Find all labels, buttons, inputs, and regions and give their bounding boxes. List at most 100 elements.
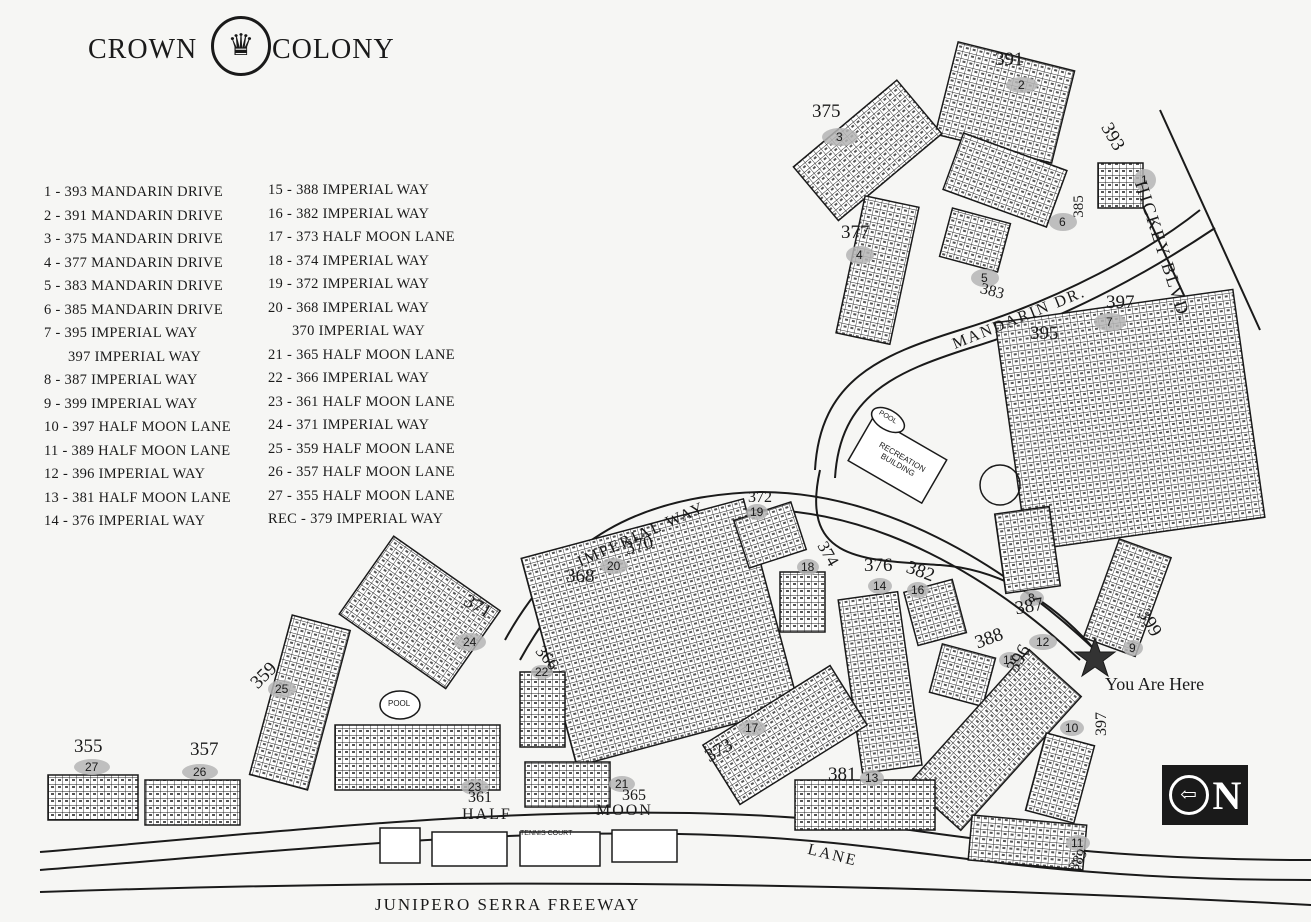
- mandarin-drive-road-edge: [834, 227, 1216, 479]
- address-355: 355: [74, 736, 103, 757]
- legend-item: 2 - 391 MANDARIN DRIVE: [44, 207, 223, 224]
- building-shape-25: [248, 614, 352, 791]
- building-shape-22: [519, 671, 566, 748]
- marker-15: [999, 652, 1021, 668]
- marker-25: [268, 680, 296, 698]
- legend-item: 7 - 395 IMPERIAL WAY: [44, 325, 198, 341]
- tennis-courts: [379, 827, 678, 867]
- legend-item: 397 IMPERIAL WAY: [68, 348, 202, 365]
- street-label-moon: MOON: [596, 802, 653, 819]
- street-label-half: HALF: [462, 806, 512, 823]
- marker-5: [971, 269, 999, 287]
- building-number-25: 25: [275, 682, 289, 696]
- marker-20: [600, 558, 628, 574]
- building-number-7: 7: [1106, 315, 1113, 329]
- legend-item: 21 - 365 HALF MOON LANE: [268, 346, 455, 363]
- legend-item: 19 - 372 IMPERIAL WAY: [268, 276, 430, 292]
- marker-19: [746, 504, 768, 520]
- marker-1: [1134, 169, 1156, 191]
- legend-item: 13 - 381 HALF MOON LANE: [44, 489, 231, 506]
- building-shape-20: [520, 497, 800, 768]
- building-shape-8: [993, 505, 1062, 595]
- building-shape-5: [938, 207, 1012, 273]
- building-number-9: 9: [1129, 641, 1136, 655]
- address-377: 377: [841, 222, 870, 243]
- building-number-12: 12: [1036, 635, 1050, 649]
- legend-item: 16 - 382 IMPERIAL WAY: [268, 205, 430, 222]
- building-shape-18: [779, 571, 826, 633]
- marker-10: [1060, 720, 1084, 736]
- west-loop-road: [815, 469, 1096, 651]
- building-shapes: [47, 40, 1266, 871]
- building-shape-17: [701, 664, 869, 806]
- address-385: 385: [1070, 195, 1087, 218]
- building-number-24: 24: [463, 635, 477, 649]
- building-shape-26: [144, 779, 241, 826]
- address-361: 361: [468, 789, 492, 806]
- marker-27: [74, 759, 110, 775]
- building-number-2: 2: [1018, 78, 1025, 92]
- building-number-6: 6: [1059, 215, 1066, 229]
- legend-right: 15 - 388 IMPERIAL WAY 16 - 382 IMPERIAL …: [268, 179, 455, 532]
- building-number-14: 14: [873, 579, 887, 593]
- marker-21: [609, 776, 635, 792]
- north-letter: N: [1212, 772, 1242, 818]
- legend-item: 4 - 377 MANDARIN DRIVE: [44, 254, 223, 271]
- brand-name-left: CROWN: [88, 34, 198, 65]
- mandarin-drive-road: [814, 209, 1201, 471]
- address-372: 372: [748, 489, 772, 506]
- legend-item: 11 - 389 HALF MOON LANE: [44, 442, 231, 459]
- building-number-13: 13: [865, 771, 879, 785]
- legend-left: 1 - 393 MANDARIN DRIVE 2 - 391 MANDARIN …: [44, 181, 231, 534]
- building-shape-27: [47, 774, 139, 821]
- building-number-19: 19: [750, 505, 764, 519]
- you-are-here-label: You Are Here: [1105, 674, 1205, 694]
- building-shape-15: [928, 642, 997, 708]
- recreation-building-shape: [847, 416, 948, 505]
- building-number-18: 18: [801, 560, 815, 574]
- building-shape-7: [994, 288, 1266, 552]
- marker-12: [1029, 634, 1057, 650]
- building-shape-14: [837, 590, 923, 775]
- building-shape-4: [835, 195, 920, 346]
- marker-22: [531, 665, 553, 679]
- legend-item: 370 IMPERIAL WAY: [292, 323, 426, 339]
- building-number-11: 11: [1071, 836, 1084, 850]
- address-357: 357: [190, 739, 219, 760]
- marker-7: [1094, 313, 1126, 331]
- building-shape-9: [1082, 537, 1173, 658]
- building-number-15: 15: [1003, 653, 1017, 667]
- legend-item: 1 - 393 MANDARIN DRIVE: [44, 184, 223, 200]
- marker-6: [1049, 213, 1077, 231]
- marker-3: [822, 128, 858, 146]
- marker-2: [1006, 77, 1038, 93]
- address-365: 365: [622, 787, 646, 804]
- building-number-26: 26: [193, 765, 207, 779]
- building-number-5: 5: [981, 271, 988, 285]
- marker-16: [907, 582, 929, 598]
- address-395: 395: [1030, 323, 1059, 344]
- marker-4: [846, 246, 874, 264]
- north-compass: ⇦ N: [1162, 765, 1248, 825]
- recreation-area: [379, 406, 1021, 720]
- court-shape-3: [519, 831, 601, 867]
- marker-11: [1066, 835, 1090, 851]
- crown-logo-icon: ♛: [211, 16, 271, 76]
- legend-item: 18 - 374 IMPERIAL WAY: [268, 252, 430, 269]
- legend-item: 24 - 371 IMPERIAL WAY: [268, 417, 430, 433]
- marker-17: [738, 720, 766, 736]
- building-number-23: 23: [468, 780, 482, 794]
- legend-item: 15 - 388 IMPERIAL WAY: [268, 182, 430, 198]
- building-number-3: 3: [836, 130, 843, 144]
- legend-item: 26 - 357 HALF MOON LANE: [268, 464, 455, 480]
- marker-13: [860, 770, 884, 786]
- building-number-8: 8: [1028, 591, 1035, 605]
- legend-item: 23 - 361 HALF MOON LANE: [268, 393, 455, 410]
- building-shape-6: [942, 132, 1068, 228]
- legend-item: 14 - 376 IMPERIAL WAY: [44, 513, 206, 529]
- address-markers: [74, 77, 1156, 851]
- court-shape-4: [611, 829, 678, 863]
- west-pool-label: POOL: [388, 699, 411, 708]
- legend-item: 22 - 366 IMPERIAL WAY: [268, 370, 430, 386]
